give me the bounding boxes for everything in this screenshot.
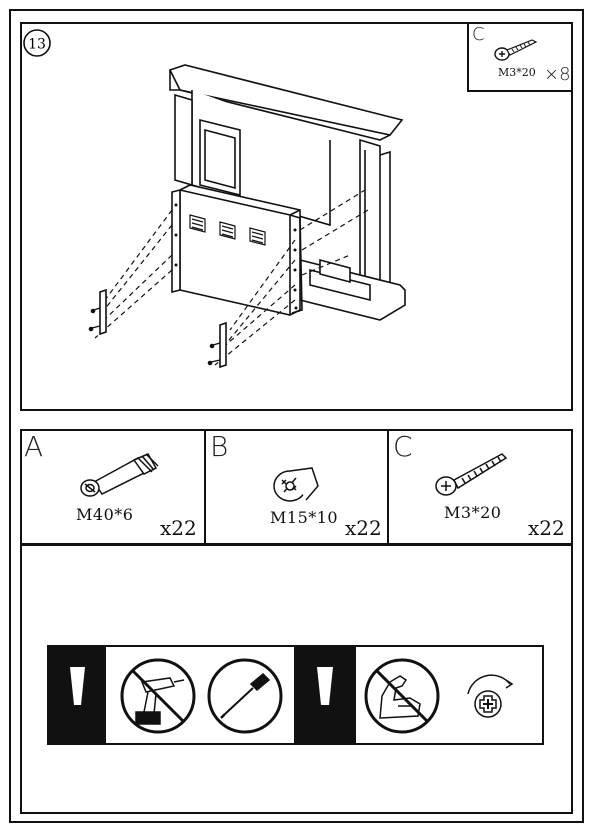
part-a-qty: x22 xyxy=(160,516,197,540)
callout-code: M3*20 xyxy=(498,66,536,79)
caution-exclamation-icon xyxy=(49,647,106,743)
part-a-letter: A xyxy=(24,430,44,463)
parts-divider xyxy=(204,429,206,545)
part-c-code: M3*20 xyxy=(444,503,502,522)
step-number: 13 xyxy=(28,37,46,53)
no-power-drill-icon xyxy=(118,656,198,736)
part-c-qty: x22 xyxy=(528,516,565,540)
page-frame xyxy=(9,9,584,823)
part-b-qty: x22 xyxy=(345,516,382,540)
cam-bolt-icon xyxy=(74,448,164,504)
use-screwdriver-icon xyxy=(205,656,285,736)
part-b-code: M15*10 xyxy=(270,508,339,527)
caution-exclamation-icon xyxy=(294,647,356,743)
part-b-letter: B xyxy=(210,430,229,463)
step-number-badge: 13 xyxy=(22,28,52,58)
part-a-code: M40*6 xyxy=(76,505,134,524)
cam-lock-icon xyxy=(268,460,324,506)
callout-screw-icon xyxy=(492,36,540,64)
callout-letter: C xyxy=(472,24,485,45)
callout-box xyxy=(467,22,573,92)
assembly-illustration xyxy=(80,60,420,380)
phillips-rotate-icon xyxy=(460,670,520,730)
screw-icon xyxy=(432,448,512,502)
no-overtighten-icon xyxy=(362,656,442,736)
part-c-letter: C xyxy=(393,430,413,463)
parts-divider xyxy=(387,429,389,545)
callout-qty: ×8 xyxy=(544,64,571,85)
